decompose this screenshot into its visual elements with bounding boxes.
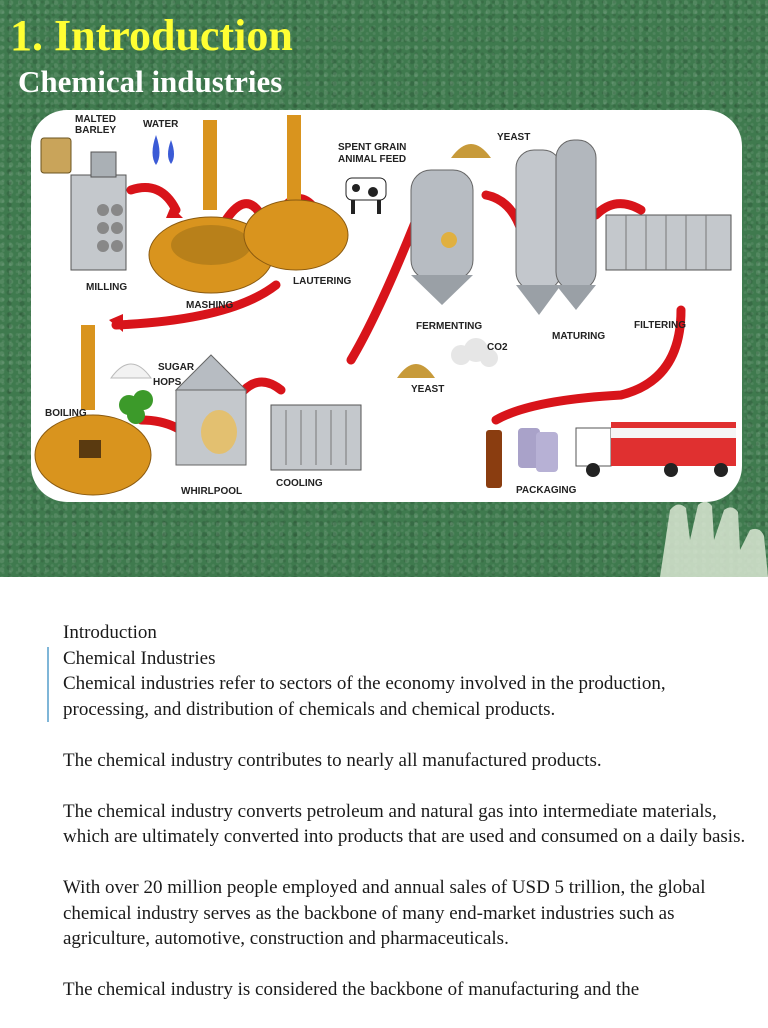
label-yeast-bottom: YEAST — [411, 384, 444, 395]
hand-graphic-icon — [660, 501, 768, 577]
label-cooling: COOLING — [276, 478, 323, 489]
doc-line-introduction: Introduction — [63, 622, 157, 643]
cow-icon — [345, 177, 387, 214]
text-cursor-bar — [47, 647, 49, 722]
label-spent-grain: SPENT GRAIN — [338, 142, 406, 153]
filter-press-icon — [605, 214, 732, 271]
label-animal-feed: ANIMAL FEED — [338, 154, 406, 165]
sugar-pile-icon — [110, 363, 152, 379]
label-milling: MILLING — [86, 282, 127, 293]
label-malted: MALTED — [75, 114, 116, 125]
label-co2: CO2 — [487, 342, 508, 353]
water-drop-icon — [152, 135, 160, 165]
document-body: Introduction Chemical Industries Chemica… — [63, 620, 753, 1028]
label-boiling: BOILING — [45, 408, 87, 419]
brewing-process-diagram: MALTED BARLEY WATER SPENT GRAIN ANIMAL F… — [31, 110, 742, 502]
beer-bottle-icon — [486, 430, 502, 488]
slide-subtitle: Chemical industries — [18, 64, 283, 99]
hops-icon — [119, 390, 153, 424]
co2-cloud-icon — [451, 338, 498, 367]
slide-title: 1. Introduction — [10, 11, 293, 60]
label-mashing: MASHING — [186, 300, 233, 311]
slide-image: 1. Introduction Chemical industries — [0, 0, 768, 577]
label-maturing: MATURING — [552, 331, 605, 342]
label-barley: BARLEY — [75, 125, 116, 136]
label-lautering: LAUTERING — [293, 276, 352, 287]
maturing-tanks-icon — [515, 139, 597, 315]
label-packaging: PACKAGING — [516, 485, 577, 496]
lauter-tun-icon — [243, 115, 349, 271]
label-hops: HOPS — [153, 377, 182, 388]
boil-kettle-icon — [34, 325, 152, 496]
label-fermenting: FERMENTING — [416, 321, 482, 332]
doc-paragraph: The chemical industry converts petroleum… — [63, 800, 746, 848]
barley-bag-icon — [40, 137, 72, 174]
yeast-pile-icon — [451, 144, 491, 158]
kegs-icon — [518, 428, 558, 472]
water-drop-icon — [168, 140, 174, 164]
label-filtering: FILTERING — [634, 320, 686, 331]
label-sugar: SUGAR — [158, 362, 195, 373]
mill-icon — [70, 151, 127, 271]
whirlpool-icon — [174, 354, 248, 466]
doc-paragraph: The chemical industry contributes to nea… — [63, 749, 602, 771]
brewing-process-illustration: MALTED BARLEY WATER SPENT GRAIN ANIMAL F… — [34, 114, 736, 497]
label-water: WATER — [143, 119, 179, 130]
fermenter-icon — [410, 169, 474, 305]
doc-line-chemical-industries: Chemical Industries — [63, 647, 216, 669]
delivery-truck-icon — [575, 422, 736, 477]
cooler-icon — [270, 404, 362, 471]
doc-paragraph: With over 20 million people employed and… — [63, 877, 706, 949]
label-yeast-top: YEAST — [497, 132, 530, 143]
label-whirlpool: WHIRLPOOL — [181, 486, 242, 497]
doc-definition: Chemical industries refer to sectors of … — [63, 673, 666, 720]
doc-paragraph: The chemical industry is considered the … — [63, 979, 640, 1000]
yeast-pile-icon — [397, 364, 435, 378]
